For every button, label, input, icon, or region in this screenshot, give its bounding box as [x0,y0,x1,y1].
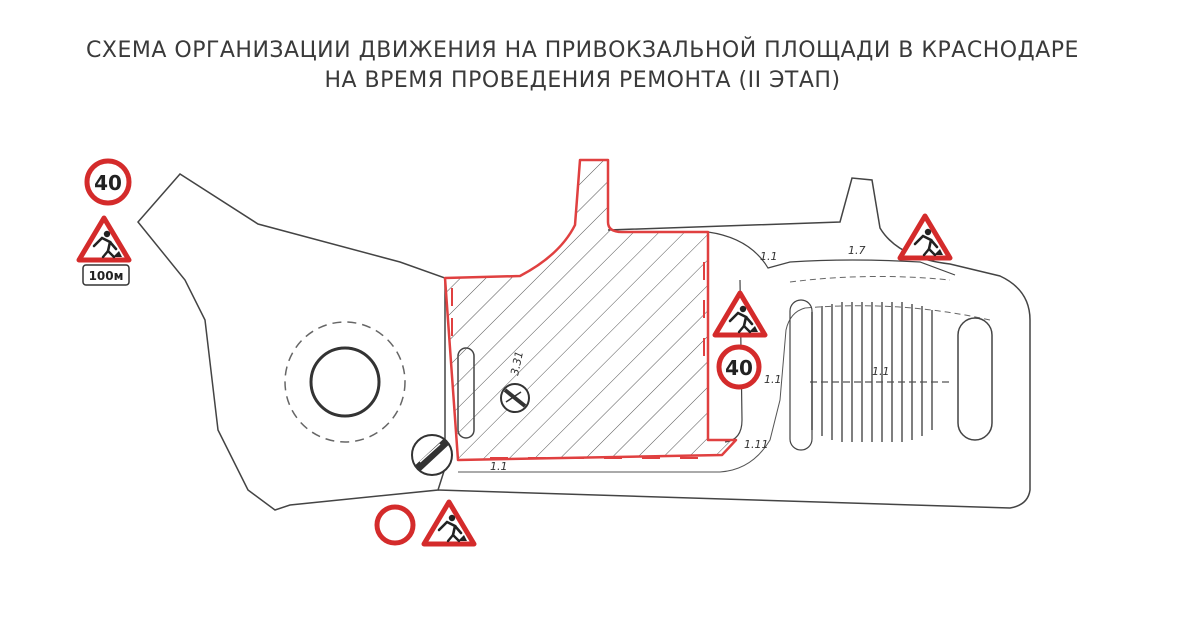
marking-label-crossing: 1.1 [872,365,890,378]
speed-limit-sign-west: 40 [84,158,132,206]
marking-label-curve: 1.11 [744,438,769,451]
no-entry-code-label: 3.31 [508,350,526,377]
road-works-sign-west [79,218,129,260]
closed-construction-zone [443,158,738,462]
speed-limit-sign-east: 40 [716,344,762,390]
road-works-sign-center [715,293,765,335]
lane-edge-south [458,307,806,473]
marking-label-north-2: 1.7 [848,244,866,257]
lane-edge-east-loop [789,275,991,321]
street-north-edge [437,177,1031,509]
road-works-sign-northeast [900,216,950,258]
end-of-restrictions-sign [411,434,453,476]
street-outline [137,173,446,511]
marking-label-south: 1.1 [490,460,508,473]
no-parking-marker [500,383,530,413]
svg-text:40: 40 [94,171,122,195]
marking-label-north-1: 1.1 [760,250,778,263]
zone-fence-marks [451,262,705,459]
svg-text:100м: 100м [89,269,124,283]
diagram-title-line-1: СХЕМА ОРГАНИЗАЦИИ ДВИЖЕНИЯ НА ПРИВОКЗАЛЬ… [86,38,1079,63]
svg-text:40: 40 [725,356,753,380]
distance-plate: 100м [82,264,130,286]
marking-label-east: 1.1 [764,373,782,386]
diagram-title-line-2: НА ВРЕМЯ ПРОВЕДЕНИЯ РЕМОНТА (II ЭТАП) [324,68,841,93]
roundabout-island [309,346,381,418]
traffic-island-east [957,317,993,441]
street-inner-edge [707,231,956,276]
traffic-island-mid [789,299,813,451]
road-works-sign-south [424,502,474,544]
roundabout-dashed-ring [284,321,406,443]
no-vehicles-sign [374,504,416,546]
